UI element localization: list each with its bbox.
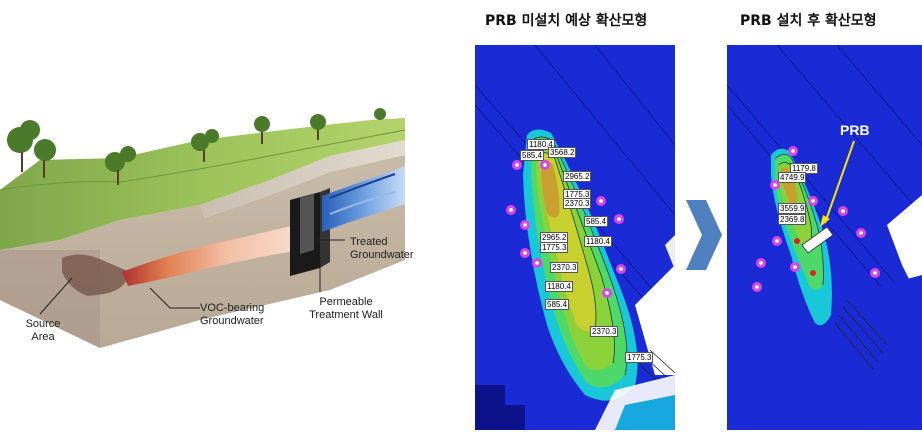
contour-label: 1180.4 (527, 139, 555, 150)
monitoring-well-icon (506, 205, 516, 215)
contour-label: 1180.4 (584, 236, 612, 247)
model-right-map (727, 45, 922, 430)
monitoring-well-icon (790, 262, 800, 272)
contour-label: 3568.2 (548, 147, 577, 158)
monitoring-well-icon (838, 206, 848, 216)
model-left-map (475, 45, 675, 430)
contour-label: 2369.8 (778, 214, 807, 225)
monitoring-well-icon (752, 282, 762, 292)
model-right-title: PRB 설치 후 확산모형 (740, 13, 877, 29)
monitoring-well-icon (772, 236, 782, 246)
contour-label: 1180.4 (545, 281, 573, 292)
prb-block-illustration (0, 108, 406, 348)
monitoring-well-icon (856, 228, 866, 238)
model-left-plot (475, 45, 675, 430)
contour-label: 3559.9 (778, 203, 807, 214)
label-treated-groundwater: Treated Groundwater (350, 236, 414, 261)
contour-label: 585.4 (584, 216, 609, 227)
contour-label: 1775.3 (540, 242, 569, 253)
monitoring-well-icon (596, 196, 606, 206)
prb-label: PRB (840, 122, 870, 138)
label-treatment-wall: Permeable Treatment Wall (309, 296, 383, 321)
contour-label: 2370.3 (563, 198, 592, 209)
arrow-right-icon (686, 200, 722, 270)
monitoring-well-icon (770, 180, 780, 190)
monitoring-well-icon (512, 160, 522, 170)
monitoring-well-icon (520, 248, 530, 258)
contour-label: 1775.3 (625, 352, 654, 363)
monitoring-well-icon (602, 288, 612, 298)
monitoring-well-icon (870, 268, 880, 278)
label-source-area: Source Area (25, 318, 61, 343)
contour-label: 2965.2 (563, 171, 592, 182)
model-left-title: PRB 미설치 예상 확산모형 (485, 13, 648, 29)
contour-label: 2370.3 (550, 262, 579, 273)
monitoring-well-icon (532, 258, 542, 268)
monitoring-well-icon (540, 160, 550, 170)
contour-label: 585.4 (520, 150, 545, 161)
prb-block-diagram (0, 100, 460, 360)
monitoring-well-icon (520, 220, 530, 230)
monitoring-well-icon (616, 264, 626, 274)
model-right-plot (727, 45, 922, 430)
monitoring-well-icon (788, 146, 798, 156)
contour-label: 2370.3 (590, 326, 619, 337)
monitoring-well-icon (808, 196, 818, 206)
monitoring-well-icon (756, 258, 766, 268)
contour-label: 4749.9 (778, 172, 807, 183)
monitoring-well-icon (614, 214, 624, 224)
label-voc-groundwater: VOC-bearing Groundwater (200, 302, 265, 327)
contour-label: 585.4 (545, 299, 570, 310)
